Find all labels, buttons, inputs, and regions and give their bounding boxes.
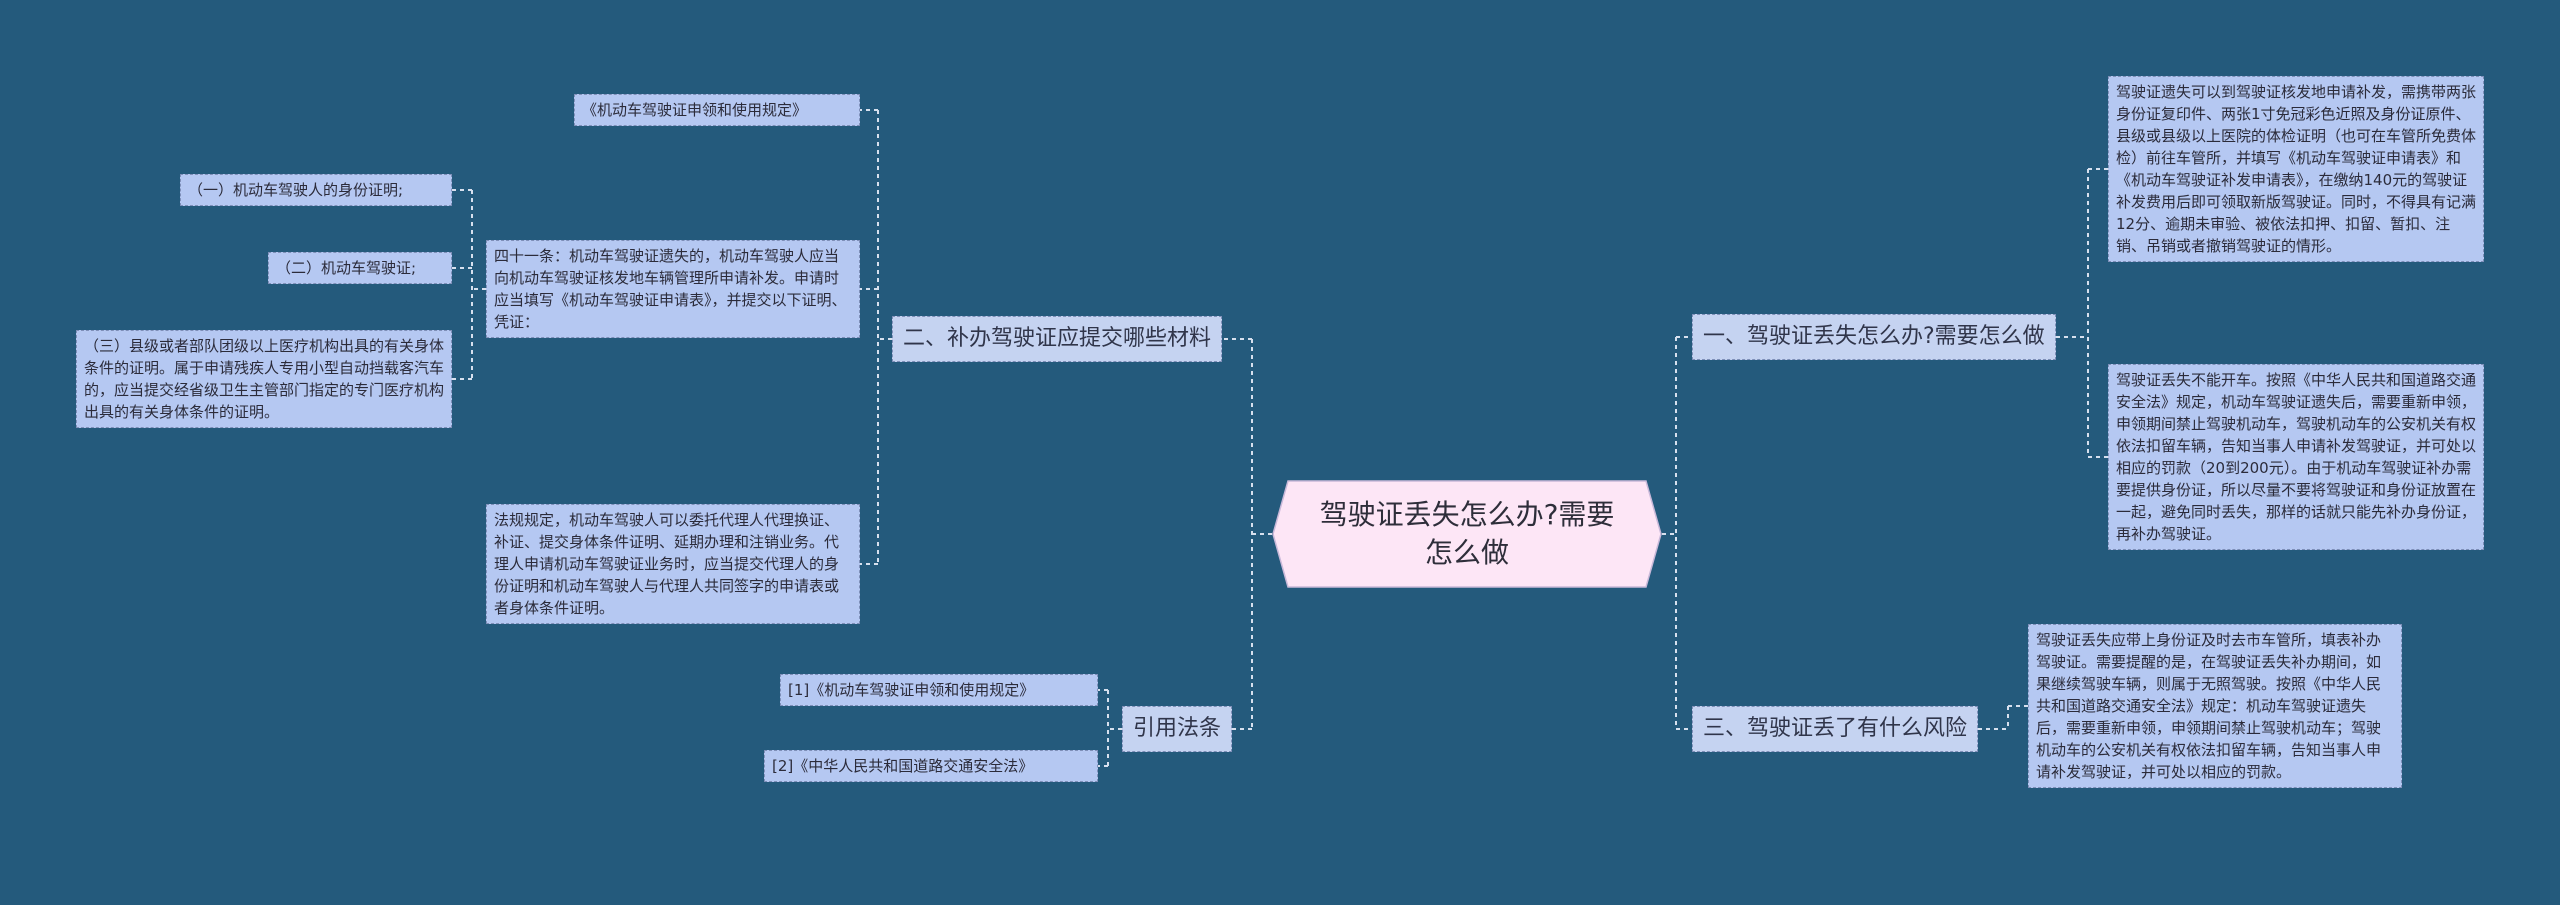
- leaf-text: [2]《中华人民共和国道路交通安全法》: [772, 757, 1034, 775]
- leaf-text: （二）机动车驾驶证;: [276, 259, 417, 277]
- branch-risks[interactable]: 三、驾驶证丢了有什么风险: [1692, 706, 1979, 752]
- leaf-text: 法规规定，机动车驾驶人可以委托代理人代理换证、补证、提交身体条件证明、延期办理和…: [494, 511, 840, 617]
- root-topic-title: 驾驶证丢失怎么办?需要怎么做: [1319, 498, 1615, 569]
- branch-label: 引用法条: [1133, 716, 1222, 741]
- leaf-text: 驾驶证丢失应带上身份证及时去市车管所，填表补办驾驶证。需要提醒的是，在驾驶证丢失…: [2036, 631, 2382, 781]
- subleaf-medical-proof[interactable]: （三）县级或者部队团级以上医疗机构出具的有关身体条件的证明。属于申请残疾人专用小…: [76, 330, 452, 428]
- leaf-text: 《机动车驾驶证申领和使用规定》: [582, 101, 808, 119]
- cited-law-1[interactable]: [1]《机动车驾驶证申领和使用规定》: [780, 674, 1098, 706]
- leaf-text: 驾驶证丢失不能开车。按照《中华人民共和国道路交通安全法》规定，机动车驾驶证遗失后…: [2116, 371, 2477, 543]
- connector-branch-required-materials: [860, 109, 892, 565]
- leaf-article-41[interactable]: 四十一条：机动车驾驶证遗失的，机动车驾驶人应当向机动车驾驶证核发地车辆管理所申请…: [486, 240, 860, 338]
- connector-root-topic: [1222, 338, 1272, 730]
- branch-lost-what-to-do[interactable]: 一、驾驶证丢失怎么办?需要怎么做: [1692, 314, 2056, 360]
- connector-branch-risks: [1978, 705, 2028, 730]
- connector-leaf-article-41: [452, 189, 486, 380]
- leaf-text: （三）县级或者部队团级以上医疗机构出具的有关身体条件的证明。属于申请残疾人专用小…: [84, 337, 445, 421]
- connector-root-topic: [1662, 336, 1692, 730]
- leaf-cannot-drive[interactable]: 驾驶证丢失不能开车。按照《中华人民共和国道路交通安全法》规定，机动车驾驶证遗失后…: [2108, 364, 2484, 550]
- root-hexagon-shape: [1272, 480, 1662, 588]
- branch-label: 三、驾驶证丢了有什么风险: [1703, 716, 1968, 741]
- leaf-reissue-procedure[interactable]: 驾驶证遗失可以到驾驶证核发地申请补发，需携带两张身份证复印件、两张1寸免冠彩色近…: [2108, 76, 2484, 262]
- branch-cited-laws[interactable]: 引用法条: [1122, 706, 1233, 752]
- leaf-text: [1]《机动车驾驶证申领和使用规定》: [788, 681, 1035, 699]
- root-topic[interactable]: 驾驶证丢失怎么办?需要怎么做: [1272, 480, 1662, 588]
- leaf-text: （一）机动车驾驶人的身份证明;: [188, 181, 404, 199]
- connector-branch-lost-what-to-do: [2056, 168, 2108, 458]
- leaf-regulation-title[interactable]: 《机动车驾驶证申领和使用规定》: [574, 94, 860, 126]
- cited-law-2[interactable]: [2]《中华人民共和国道路交通安全法》: [764, 750, 1098, 782]
- connector-branch-cited-laws: [1098, 689, 1122, 767]
- leaf-agent-rule[interactable]: 法规规定，机动车驾驶人可以委托代理人代理换证、补证、提交身体条件证明、延期办理和…: [486, 504, 860, 624]
- leaf-text: 驾驶证遗失可以到驾驶证核发地申请补发，需携带两张身份证复印件、两张1寸免冠彩色近…: [2116, 83, 2477, 255]
- branch-label: 一、驾驶证丢失怎么办?需要怎么做: [1703, 324, 2045, 349]
- subleaf-identity-proof[interactable]: （一）机动车驾驶人的身份证明;: [180, 174, 452, 206]
- branch-required-materials[interactable]: 二、补办驾驶证应提交哪些材料: [892, 316, 1223, 362]
- branch-label: 二、补办驾驶证应提交哪些材料: [903, 326, 1212, 351]
- subleaf-driving-license[interactable]: （二）机动车驾驶证;: [268, 252, 452, 284]
- leaf-risk-detail[interactable]: 驾驶证丢失应带上身份证及时去市车管所，填表补办驾驶证。需要提醒的是，在驾驶证丢失…: [2028, 624, 2402, 788]
- leaf-text: 四十一条：机动车驾驶证遗失的，机动车驾驶人应当向机动车驾驶证核发地车辆管理所申请…: [494, 247, 847, 331]
